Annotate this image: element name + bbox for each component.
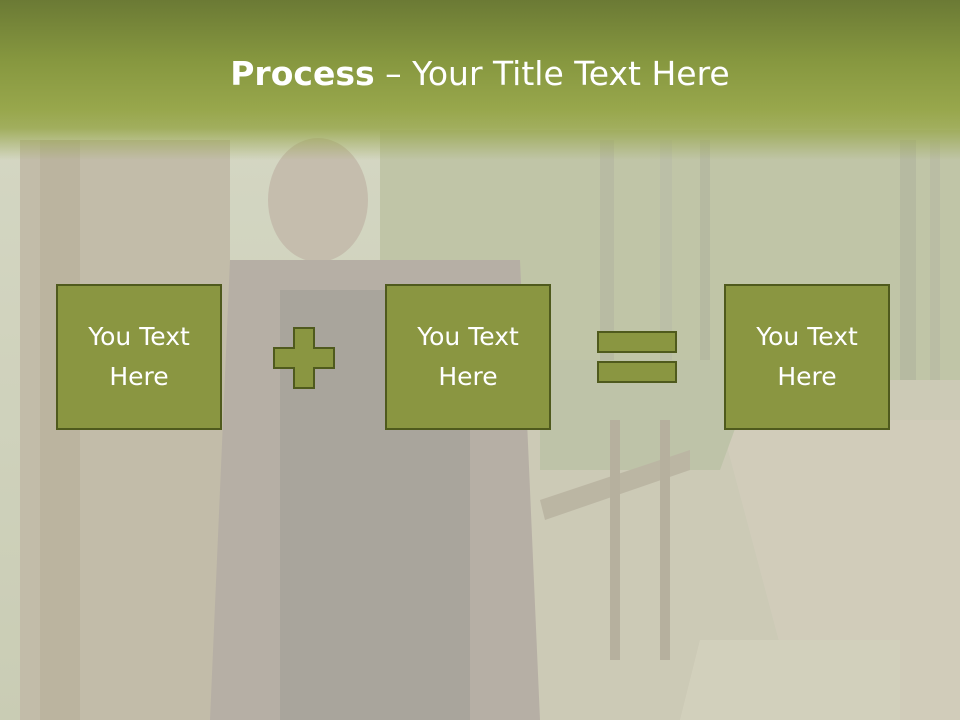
- process-box-1[interactable]: You Text Here: [56, 284, 222, 430]
- plus-icon: [272, 326, 336, 390]
- process-box-3[interactable]: You Text Here: [724, 284, 890, 430]
- equals-icon: [596, 330, 678, 386]
- title-bold: Process: [230, 54, 375, 93]
- process-box-2[interactable]: You Text Here: [385, 284, 551, 430]
- slide-title[interactable]: Process – Your Title Text Here: [0, 52, 960, 96]
- title-rest: – Your Title Text Here: [374, 54, 730, 93]
- title-bar: [0, 0, 960, 160]
